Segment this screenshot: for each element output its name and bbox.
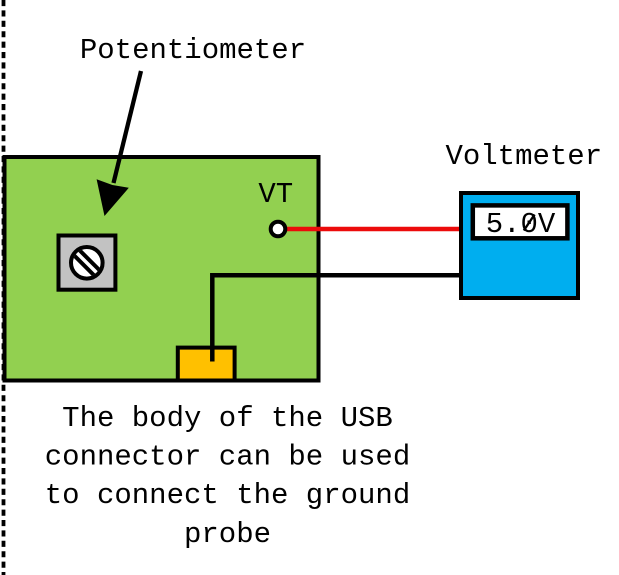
svg-text:Voltmeter: Voltmeter	[445, 140, 602, 173]
svg-text:Potentiometer: Potentiometer	[80, 34, 306, 67]
svg-text:to connect the ground: to connect the ground	[45, 479, 410, 512]
svg-text:VT: VT	[258, 178, 293, 211]
svg-text:The body of the USB: The body of the USB	[62, 402, 393, 435]
svg-text:5.0V: 5.0V	[486, 208, 556, 241]
svg-text:probe: probe	[184, 518, 271, 551]
svg-text:connector can be used: connector can be used	[45, 441, 410, 474]
